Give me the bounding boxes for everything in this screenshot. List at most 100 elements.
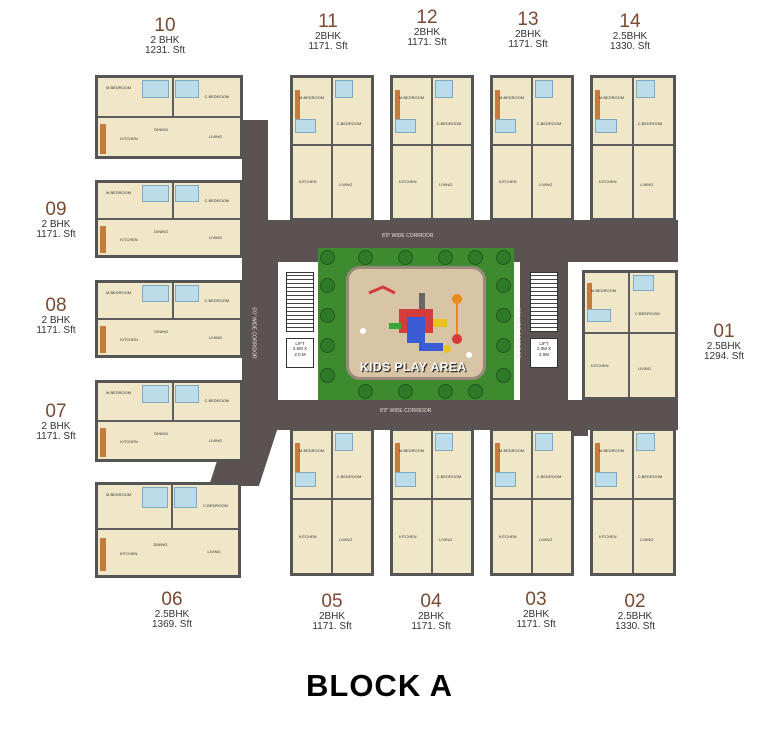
unit-type: 2BHK bbox=[413, 26, 441, 38]
unit-area: 1171. Sft bbox=[407, 37, 447, 49]
toilet-tile bbox=[174, 80, 199, 99]
room-label-mbed: M.BEDROOM bbox=[399, 94, 425, 100]
wardrobe bbox=[595, 442, 600, 473]
wardrobe bbox=[587, 283, 592, 310]
play-area-label: KIDS PLAY AREA bbox=[360, 360, 467, 374]
unit-label-14: 14 2.5BHK 1330. Sft bbox=[598, 12, 662, 53]
room-label-kitchen: KITCHEN bbox=[499, 533, 517, 539]
toilet-tile bbox=[595, 118, 617, 134]
room-label-mbed: M.BEDROOM bbox=[399, 447, 425, 453]
toilet-tile bbox=[435, 433, 454, 451]
toilet-tile bbox=[142, 385, 170, 404]
unit-label-12: 12 2BHK 1171. Sft bbox=[397, 8, 457, 49]
tree-icon bbox=[496, 308, 511, 323]
room-label-mbed: M.BEDROOM bbox=[599, 447, 625, 453]
play-sand-area bbox=[346, 266, 486, 380]
corridor-top-label: 8'0" WIDE CORRIDOR bbox=[382, 233, 434, 239]
toilet-tile bbox=[595, 472, 617, 488]
unit-type: 2.5BHK bbox=[617, 610, 653, 622]
wardrobe bbox=[595, 89, 600, 119]
toilet-tile bbox=[395, 118, 416, 134]
unit-number: 04 bbox=[420, 591, 442, 612]
tree-icon bbox=[496, 278, 511, 293]
tree-icon bbox=[320, 308, 335, 323]
room-label-dining: DINING bbox=[153, 541, 168, 547]
room-label-mbed: M.BEDROOM bbox=[106, 492, 132, 497]
toilet-tile bbox=[141, 487, 169, 509]
room-label-living: LIVING bbox=[209, 437, 223, 443]
wardrobe bbox=[100, 325, 106, 354]
room-label-living: LIVING bbox=[207, 549, 221, 555]
room-label-cbed: C.BEDROOM bbox=[634, 311, 660, 316]
unit-type: 2 BHK bbox=[41, 314, 71, 326]
tree-icon bbox=[438, 384, 453, 399]
room-label-living: LIVING bbox=[640, 182, 654, 188]
toilet-tile bbox=[295, 472, 316, 488]
unit-type: 2 BHK bbox=[41, 420, 71, 432]
room-label-cbed: C.BEDROOM bbox=[204, 197, 230, 203]
toilet-tile bbox=[295, 118, 316, 134]
room-label-living: LIVING bbox=[640, 536, 654, 542]
toilet-tile bbox=[636, 433, 655, 451]
unit-area: 1171. Sft bbox=[36, 229, 76, 241]
unit-label-10: 10 2 BHK 1231. Sft bbox=[135, 16, 195, 57]
room-label-kitchen: KITCHEN bbox=[299, 179, 317, 185]
corridor-left-label: 5'0" WIDE CORRIDOR bbox=[250, 307, 257, 359]
tree-icon bbox=[398, 384, 413, 399]
staircase-right bbox=[530, 272, 558, 332]
unit-number: 09 bbox=[45, 199, 67, 220]
lift-left: LIFT 2.0M X 2.0 M bbox=[286, 338, 314, 368]
toilet-tile bbox=[395, 472, 416, 488]
room-label-cbed: C.BEDROOM bbox=[637, 120, 663, 126]
toilet-tile bbox=[633, 275, 655, 291]
room-label-cbed: C.BEDROOM bbox=[204, 297, 230, 303]
room-label-kitchen: KITCHEN bbox=[120, 439, 138, 445]
unit-label-05: 05 2BHK 1171. Sft bbox=[300, 592, 364, 633]
corridor-left bbox=[242, 220, 278, 430]
room-label-cbed: C.BEDROOM bbox=[536, 474, 562, 480]
unit-label-03: 03 2BHK 1171. Sft bbox=[504, 590, 568, 631]
unit-label-07: 07 2 BHK 1171. Sft bbox=[24, 402, 88, 443]
unit-number: 02 bbox=[624, 591, 646, 612]
room-label-mbed: M.BEDROOM bbox=[591, 287, 617, 293]
staircase-left bbox=[286, 272, 314, 332]
unit-number: 06 bbox=[161, 589, 183, 610]
unit-area: 1294. Sft bbox=[703, 351, 745, 363]
room-label-kitchen: KITCHEN bbox=[120, 236, 138, 242]
room-label-living: LIVING bbox=[209, 134, 223, 140]
room-label-mbed: M.BEDROOM bbox=[499, 447, 525, 453]
unit-number: 11 bbox=[318, 11, 338, 32]
unit-number: 05 bbox=[321, 591, 343, 612]
tree-icon bbox=[496, 368, 511, 383]
toilet-tile bbox=[142, 285, 170, 303]
room-label-kitchen: KITCHEN bbox=[499, 179, 517, 185]
toilet-tile bbox=[535, 433, 554, 451]
room-label-dining: DINING bbox=[154, 431, 169, 437]
toilet-tile bbox=[142, 80, 170, 99]
wardrobe bbox=[100, 428, 106, 457]
room-label-living: LIVING bbox=[539, 536, 553, 542]
room-label-kitchen: KITCHEN bbox=[399, 533, 417, 539]
toilet-tile bbox=[535, 80, 554, 98]
room-label-dining: DINING bbox=[154, 328, 169, 334]
tree-icon bbox=[468, 384, 483, 399]
unit-type: 2BHK bbox=[417, 610, 445, 622]
unit-label-06: 06 2.5BHK 1369. Sft bbox=[140, 590, 204, 631]
tree-icon bbox=[320, 368, 335, 383]
toilet-tile bbox=[495, 472, 516, 488]
room-label-mbed: M.BEDROOM bbox=[599, 94, 625, 100]
room-label-mbed: M.BEDROOM bbox=[299, 447, 325, 453]
unit-area: 1171. Sft bbox=[411, 621, 451, 633]
room-label-kitchen: KITCHEN bbox=[120, 336, 138, 342]
room-label-kitchen: KITCHEN bbox=[119, 551, 138, 557]
kids-play-area: KIDS PLAY AREA bbox=[318, 248, 514, 400]
corridor-left-stub-top bbox=[242, 120, 268, 220]
room-label-cbed: C.BEDROOM bbox=[336, 474, 362, 480]
room-label-living: LIVING bbox=[339, 182, 353, 188]
